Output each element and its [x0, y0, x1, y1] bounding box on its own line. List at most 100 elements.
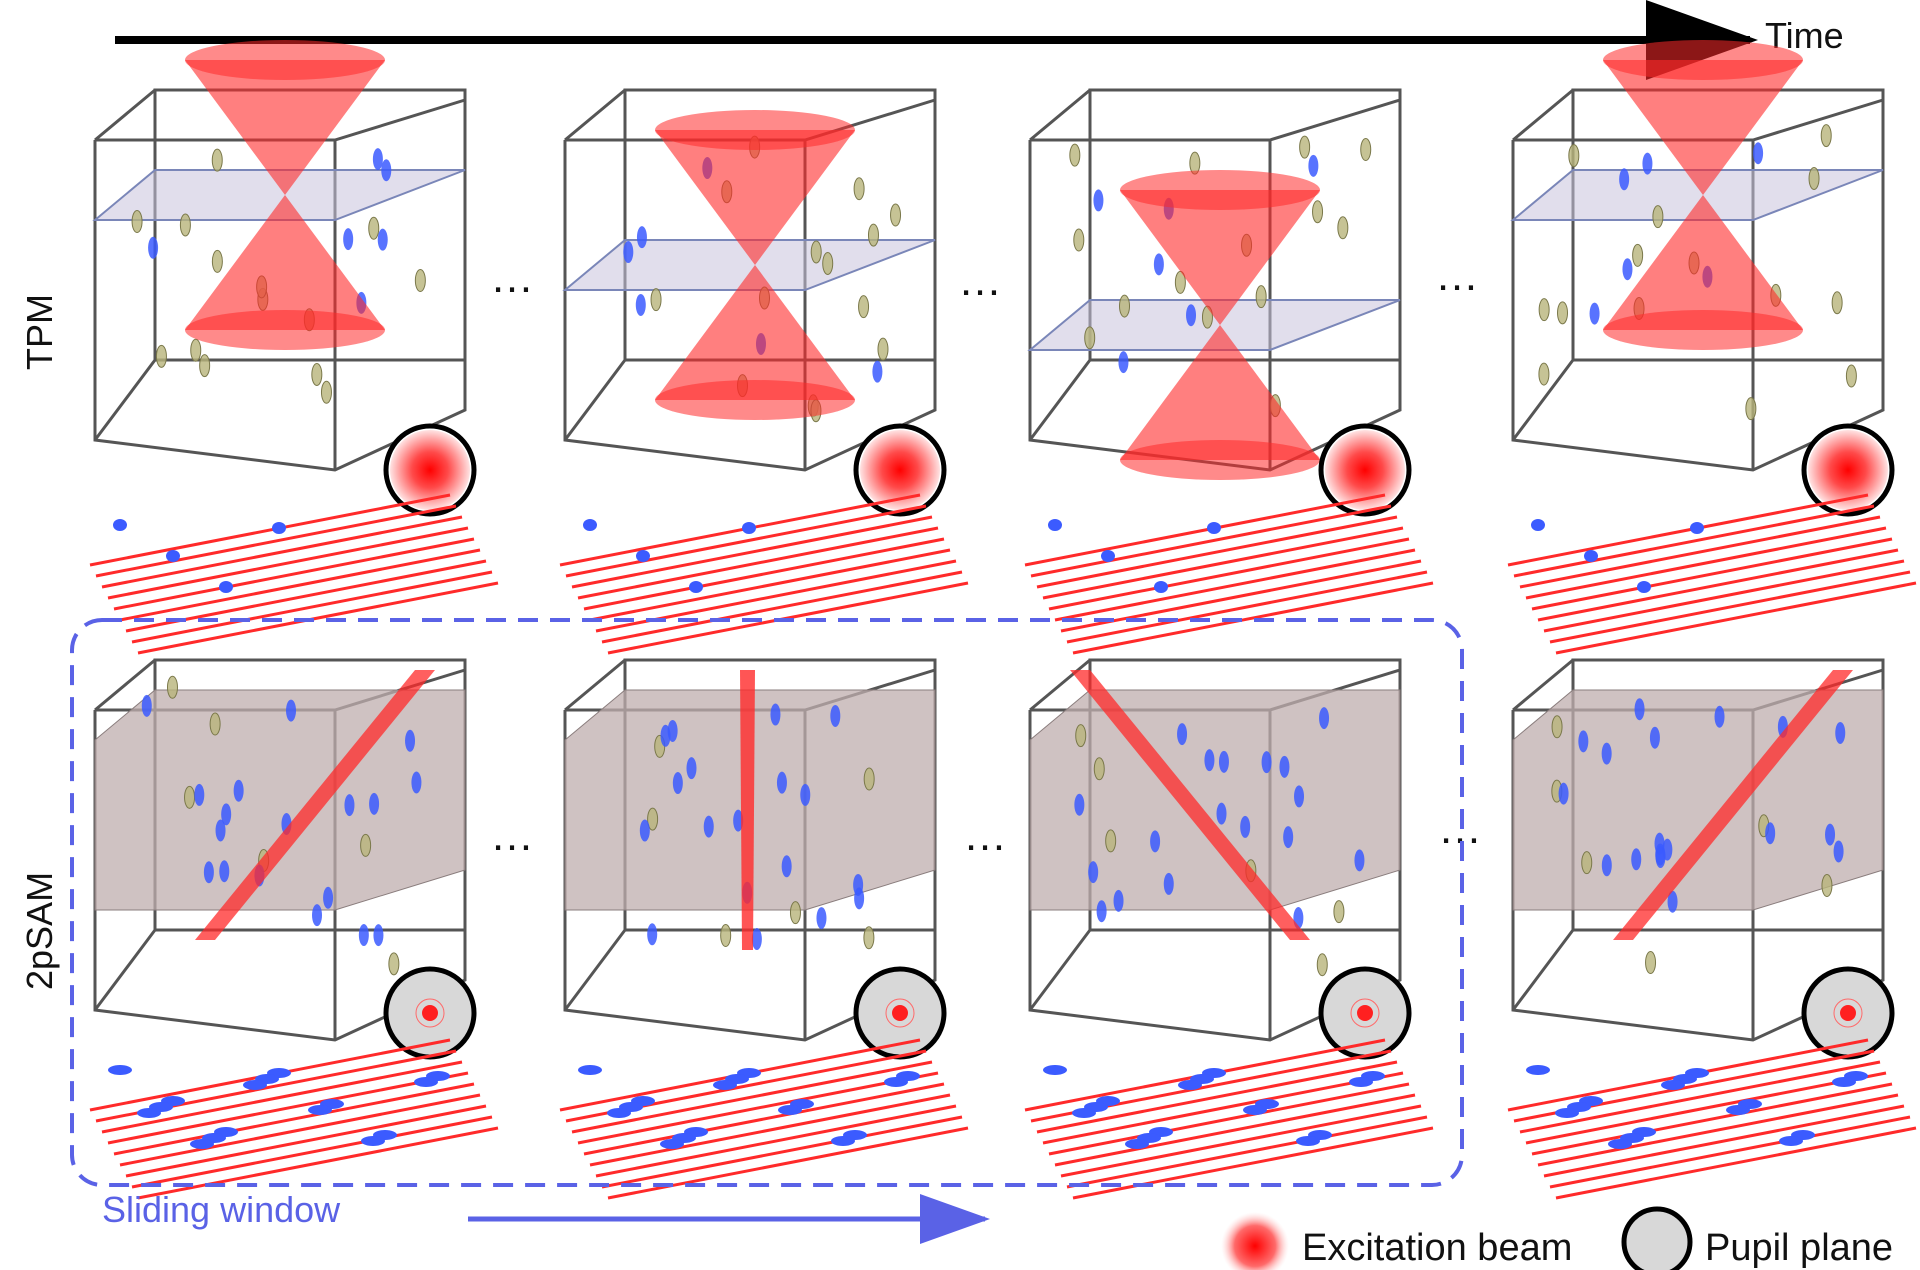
neuron-olive — [877, 337, 889, 361]
scan-spot — [884, 1077, 908, 1087]
neuron-blue — [323, 886, 334, 909]
cone-base — [185, 310, 385, 350]
neuron-blue — [1204, 749, 1215, 772]
cube-edge — [563, 929, 627, 1011]
excitation-cone-bottom — [1603, 195, 1803, 330]
neuron-olive — [867, 223, 879, 247]
legend-excitation-beam: Excitation beam — [1302, 1227, 1572, 1269]
ellipsis-bottom-2: … — [963, 811, 1007, 860]
ellipsis-top-3: … — [1435, 251, 1479, 300]
scan-spot — [1637, 581, 1651, 593]
neuron-blue — [358, 924, 369, 947]
cube-edge — [93, 359, 157, 441]
cone-cap — [655, 110, 855, 150]
scan-spot — [1349, 1077, 1373, 1087]
scan-spot — [583, 519, 597, 531]
neuron-blue — [770, 703, 781, 726]
cube-edge — [1512, 88, 1574, 142]
scan-line — [1507, 493, 1869, 567]
neuron-blue — [830, 704, 841, 727]
scan-line — [95, 504, 457, 578]
neuron-blue — [203, 861, 214, 884]
scan-spot — [243, 1080, 267, 1090]
imaging-volume-slab — [1029, 689, 1401, 911]
excitation-needle-beam — [1070, 670, 1310, 940]
excitation-beam-icon — [1840, 1005, 1856, 1021]
neuron-olive — [211, 148, 223, 172]
excitation-beam-icon — [390, 430, 470, 510]
scan-spot — [578, 1065, 602, 1075]
scan-spot — [713, 1080, 737, 1090]
scan-spot — [1072, 1108, 1096, 1118]
neuron-blue — [233, 779, 244, 802]
scan-spot — [1178, 1080, 1202, 1090]
scan-line — [601, 570, 963, 644]
sliding-window-box — [70, 618, 1464, 1187]
cone-cap — [1603, 40, 1803, 80]
panels — [89, 40, 1917, 1200]
neuron-olive — [1255, 285, 1267, 309]
excitation-ring — [885, 998, 915, 1028]
neuron-blue — [286, 699, 297, 722]
excitation-cone-bottom — [185, 195, 385, 330]
scan-line — [1060, 559, 1422, 633]
tpm-panel-4 — [1507, 40, 1917, 655]
neuron-blue — [1294, 785, 1305, 808]
neuron-blue — [1279, 755, 1290, 778]
neuron-olive — [1105, 829, 1117, 853]
scan-line — [583, 1082, 945, 1156]
scan-line — [1072, 581, 1434, 655]
neuron-blue — [1074, 793, 1085, 816]
excitation-needle-beam — [195, 670, 435, 940]
neuron-olive — [320, 380, 332, 404]
scan-line — [1072, 1126, 1434, 1200]
scan-line — [571, 1060, 933, 1134]
excitation-cone-top — [1120, 190, 1320, 325]
legend: Excitation beam Pupil plane — [1221, 1206, 1893, 1270]
scan-spot — [190, 1139, 214, 1149]
cube-edge — [1511, 359, 1575, 441]
excitation-needle-beam — [1613, 670, 1853, 940]
scan-spot — [1690, 522, 1704, 534]
neuron-olive — [414, 269, 426, 293]
cube-edge — [93, 929, 157, 1011]
scan-spot — [272, 522, 286, 534]
neuron-olive — [1538, 298, 1550, 322]
neuron-blue — [405, 729, 416, 752]
scan-line — [589, 548, 951, 622]
scan-spot — [1779, 1136, 1803, 1146]
scan-spot — [137, 1108, 161, 1118]
neuron-blue — [1642, 152, 1653, 175]
neuron-blue — [1218, 750, 1229, 773]
neuron-blue — [1319, 707, 1330, 730]
scan-line — [1525, 1071, 1887, 1145]
neuron-olive — [179, 213, 191, 237]
scan-line — [1054, 1093, 1416, 1167]
scan-spot — [1555, 1108, 1579, 1118]
sam-panel-4 — [1507, 658, 1917, 1200]
excitation-beam-icon — [422, 1005, 438, 1021]
imaging-plane — [562, 239, 936, 291]
neuron-blue — [660, 724, 671, 747]
sliding-window-label: Sliding window — [102, 1189, 341, 1230]
neuron-olive — [1299, 135, 1311, 159]
neuron-blue — [776, 771, 787, 794]
neuron-olive — [1808, 166, 1820, 190]
sam-panel-3 — [1024, 658, 1434, 1200]
imaging-plane — [92, 169, 466, 221]
neuron-blue — [1216, 802, 1227, 825]
excitation-beam-icon — [1357, 1005, 1373, 1021]
ellipses: … … … … … … — [490, 251, 1482, 860]
neuron-blue — [1354, 849, 1365, 872]
neuron-olive — [199, 354, 211, 378]
cone-cap — [185, 40, 385, 80]
neuron-blue — [751, 928, 762, 951]
neuron-blue — [623, 241, 634, 264]
neuron-blue — [1578, 730, 1589, 753]
cube-edge — [94, 658, 156, 712]
scan-line — [1543, 559, 1905, 633]
scan-line — [89, 493, 451, 567]
neuron-blue — [221, 803, 232, 826]
neuron-blue — [1655, 843, 1666, 866]
scan-line — [1555, 1126, 1917, 1200]
